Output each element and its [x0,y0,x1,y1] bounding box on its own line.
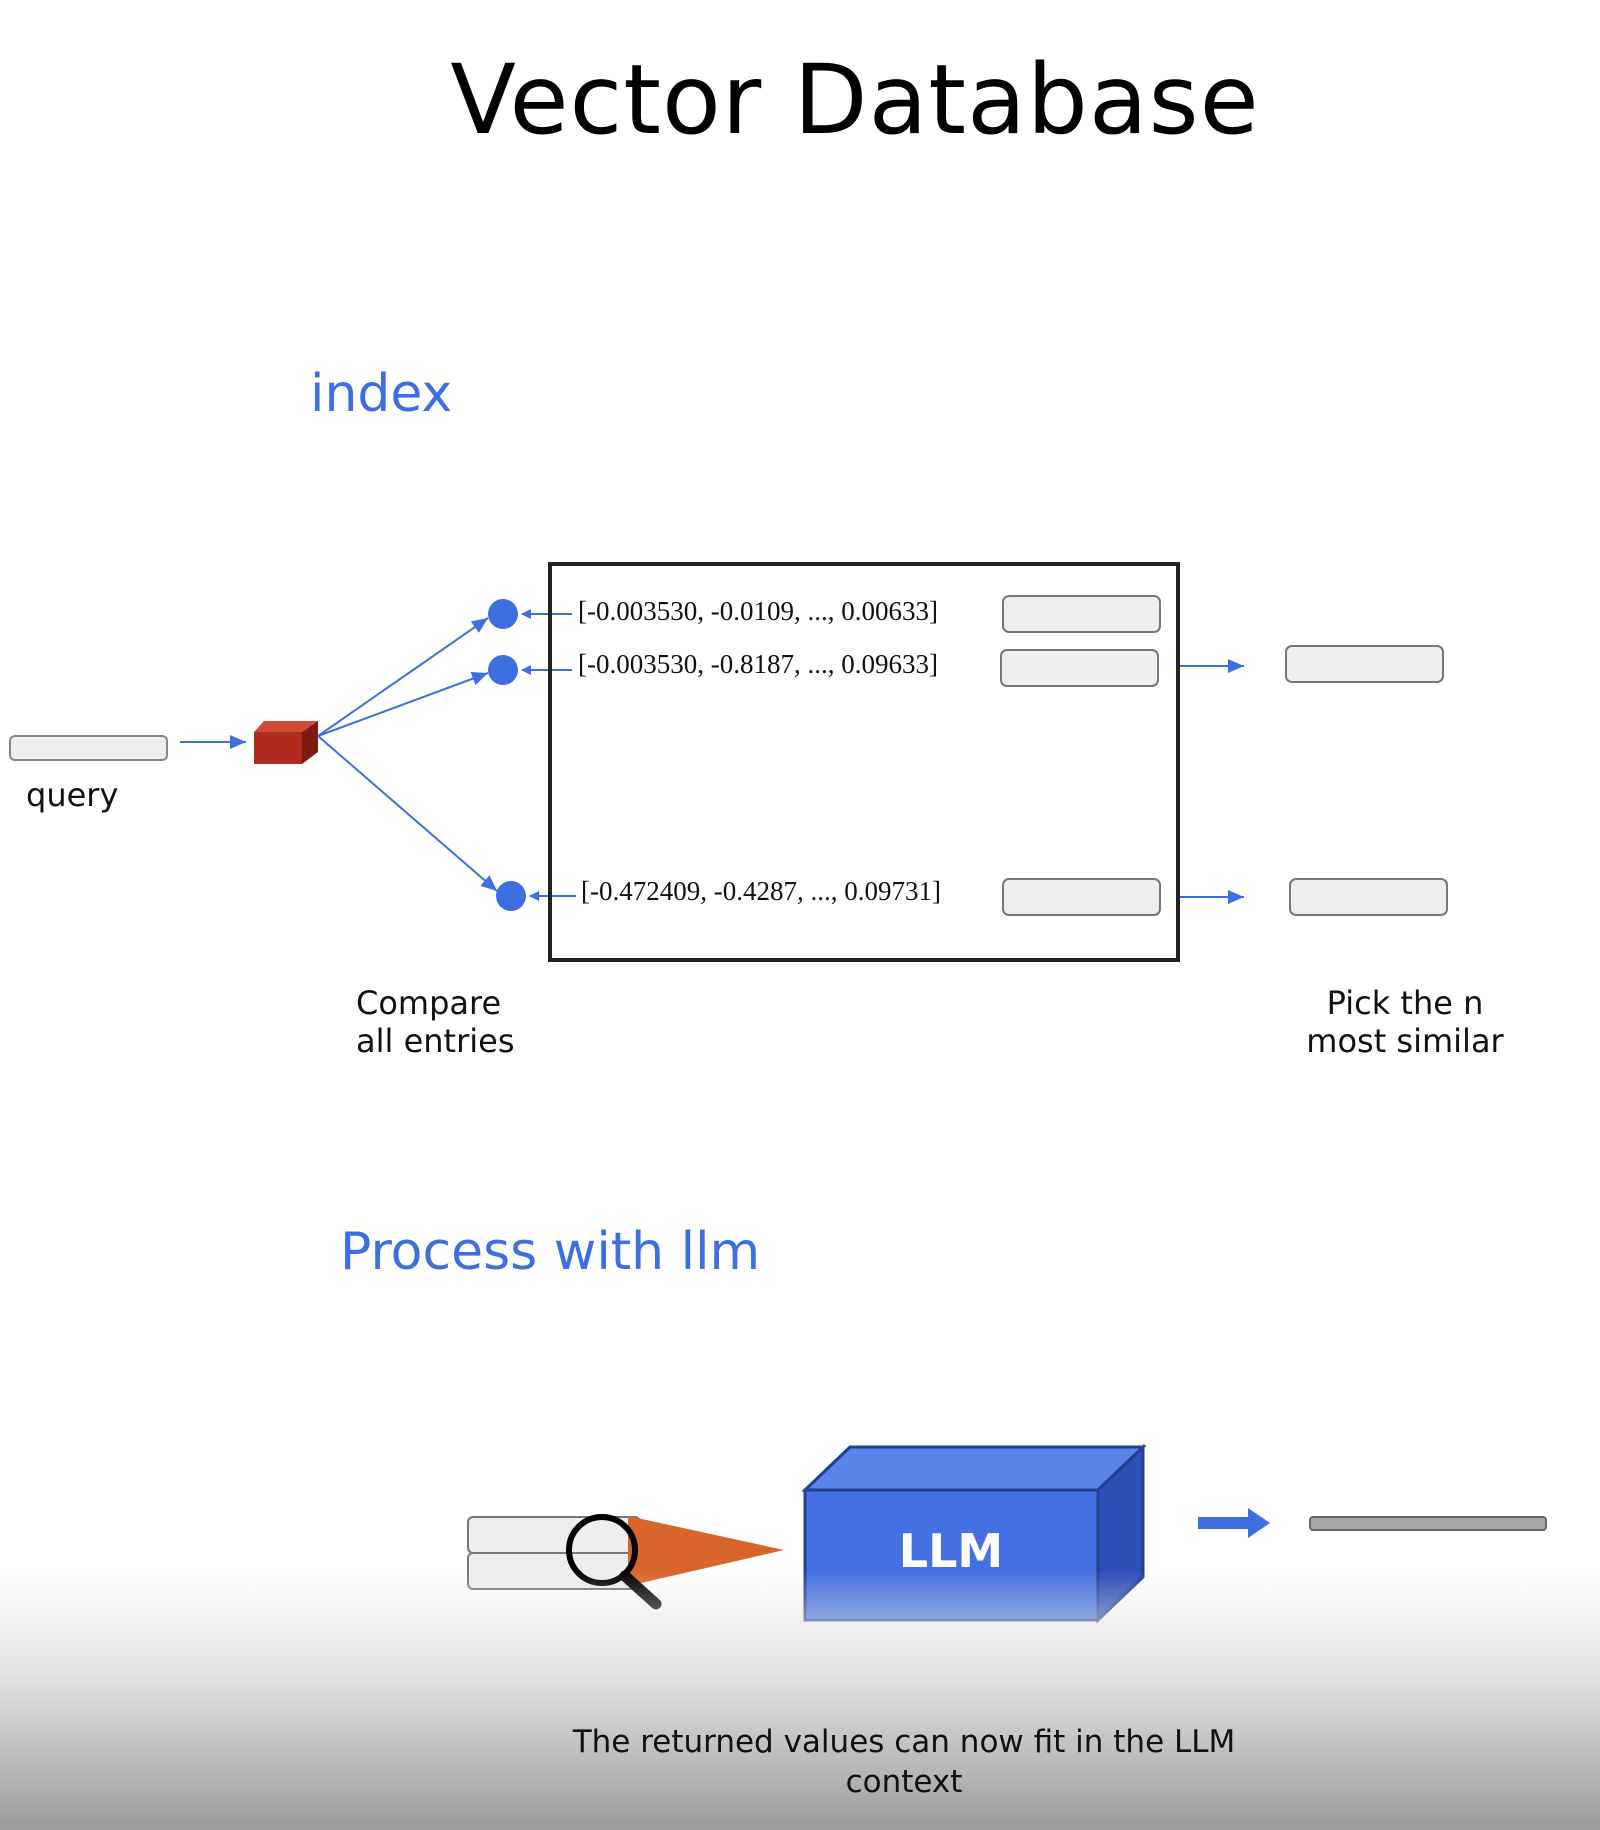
query-label: query [26,776,119,814]
compare-arrow-3 [317,735,498,892]
compare-dot-1 [488,599,518,629]
bottom-gradient-overlay [0,1570,1600,1830]
llm-label: LLM [898,1524,1004,1578]
doc-bar-1 [1002,595,1161,633]
context-beam [628,1516,784,1586]
embedding-cube-icon [254,721,318,764]
llm-output-bar [1309,1516,1547,1531]
pick-label: Pick the n most similar [1290,984,1520,1060]
compare-dot-3 [496,881,526,911]
page-title: Vector Database [450,44,1260,156]
result-bar-2 [1289,878,1448,916]
section-process-heading: Process with llm [340,1222,761,1282]
compare-arrow-2 [317,671,489,737]
vector-entry-1: [-0.003530, -0.0109, ..., 0.00633] [578,596,938,626]
compare-label: Compare all entries [356,984,514,1060]
index-box [548,562,1180,962]
arrow-icon [1198,1508,1270,1538]
vector-entry-3: [-0.472409, -0.4287, ..., 0.09731] [581,876,941,906]
caption-line1: The returned values can now fit in the L… [572,1724,1236,1760]
compare-arrow-1 [317,617,489,737]
caption-line2: context [845,1764,963,1800]
compare-label-line2: all entries [356,1022,515,1060]
pick-label-line1: Pick the n [1326,984,1484,1022]
doc-bar-2 [1000,649,1159,687]
pick-label-line2: most similar [1306,1022,1504,1060]
compare-dot-2 [488,655,518,685]
caption: The returned values can now fit in the L… [0,1722,1600,1802]
compare-label-line1: Compare [356,984,502,1022]
query-input-bar [9,735,168,761]
doc-bar-3 [1002,878,1161,916]
vector-entry-2: [-0.003530, -0.8187, ..., 0.09633] [578,649,938,679]
result-bar-1 [1285,645,1444,683]
section-index-heading: index [310,364,453,424]
